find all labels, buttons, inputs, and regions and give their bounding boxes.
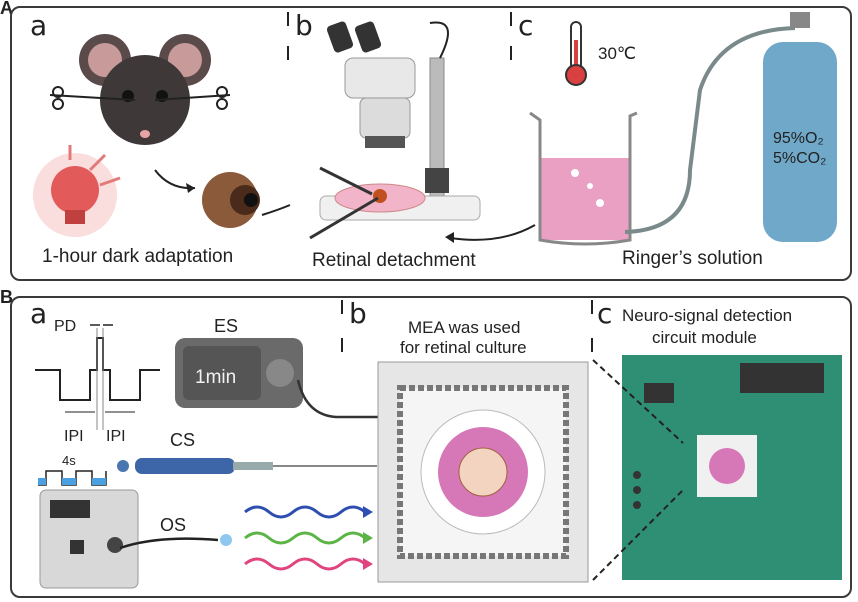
beaker-illustration: [529, 111, 638, 246]
cs-interval-label: 4s: [62, 453, 76, 468]
flow-arrow: [445, 224, 536, 243]
temperature-label: 30℃: [598, 44, 637, 63]
cs-label: CS: [170, 430, 196, 450]
mouse-head-illustration: [49, 34, 231, 145]
thermometer-icon: [565, 21, 587, 86]
cs-timing-bars: [38, 470, 107, 486]
circuit-title-line1: Neuro-signal detection: [622, 306, 793, 325]
es-cable: [296, 379, 378, 419]
panel-a-separator-b: [287, 12, 289, 26]
eyeball-illustration: [154, 169, 291, 228]
circuit-title-line2: circuit module: [652, 328, 757, 347]
panel-a-separator-c-low: [510, 46, 512, 60]
panel-b-separator-b: [341, 300, 343, 314]
panel-a-sub-a: a: [30, 9, 48, 42]
caption-retinal-detachment: Retinal detachment: [312, 250, 476, 271]
panel-a-sub-b: b: [295, 9, 313, 42]
mea-title-line1: MEA was used: [408, 318, 521, 337]
caption-ringers-solution: Ringer’s solution: [622, 248, 763, 269]
zoom-connector-lines: [592, 359, 684, 581]
panel-b-sub-c: c: [597, 297, 613, 330]
red-light-bulb-icon: [33, 145, 121, 237]
panel-b-label: B: [0, 287, 13, 307]
panel-a-sub-c: c: [518, 9, 534, 42]
light-waves: [244, 505, 373, 571]
gas-o2-label: 95%O₂: [773, 130, 824, 147]
gas-tube: [624, 26, 796, 234]
pipette-illustration: [117, 458, 377, 474]
gas-co2-label: 5%CO₂: [773, 150, 827, 167]
optical-fiber: [119, 534, 232, 550]
caption-dark-adaptation: 1-hour dark adaptation: [42, 246, 234, 267]
ipi-left-label: IPI: [64, 428, 84, 445]
optical-stimulator-device: [39, 489, 139, 589]
es-label: ES: [214, 316, 239, 336]
ipi-right-label: IPI: [106, 428, 126, 445]
circuit-board-illustration: [622, 355, 842, 580]
os-label: OS: [160, 515, 187, 535]
panel-a-separator-b-low: [287, 46, 289, 60]
panel-b-separator-b-low: [341, 338, 343, 352]
panel-b-sub-b: b: [349, 297, 367, 330]
panel-a-label: A: [0, 0, 13, 18]
pd-label: PD: [54, 318, 77, 335]
gas-tank-illustration: [763, 12, 837, 242]
pulse-waveform: [35, 324, 160, 430]
mea-chip-illustration: [377, 361, 589, 583]
electrical-stimulator-device: [175, 338, 303, 408]
panel-b-separator-c: [591, 300, 593, 314]
panel-a-separator-c: [510, 12, 512, 26]
panel-b-separator-c-low: [591, 338, 593, 352]
microscope-illustration: [309, 21, 481, 240]
es-screen-label: 1min: [195, 367, 237, 388]
panel-b-sub-a: a: [30, 297, 48, 330]
mea-title-line2: for retinal culture: [400, 338, 527, 357]
